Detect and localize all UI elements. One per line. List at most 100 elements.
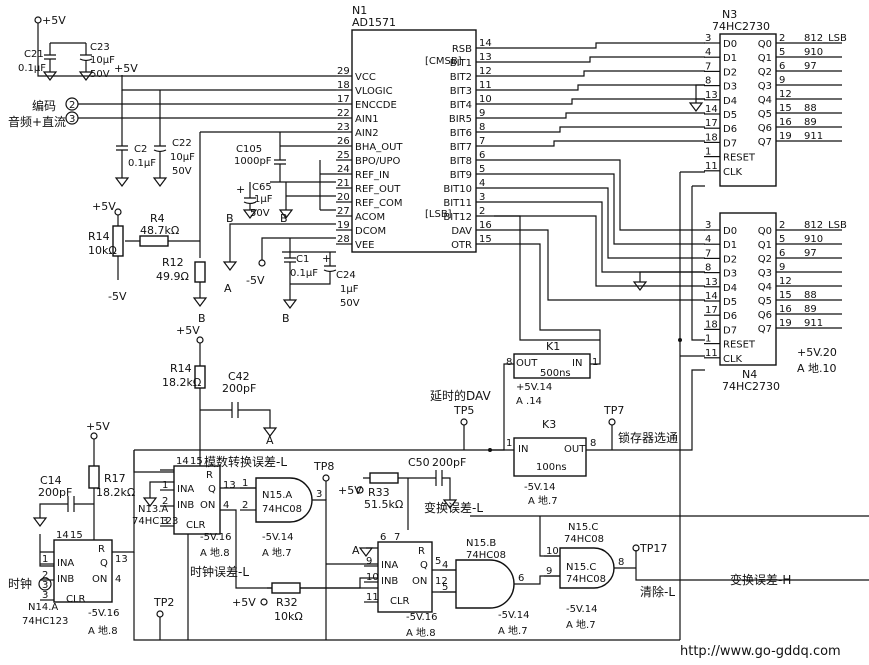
- chip-n15c-pin-num: 9: [546, 566, 552, 577]
- chip-n3-right-pin-name: Q7: [758, 137, 772, 148]
- chip-n4-right-pins: 2Q0812_LSB5Q19106Q2979Q312Q415Q58816Q689…: [758, 220, 847, 335]
- c14-ref: C14: [40, 474, 62, 487]
- chip-n1-right-pin-num: 6: [479, 150, 485, 161]
- chip-n3-right-pins: 2Q0812_LSB5Q19106Q2979Q312Q415Q58816Q689…: [758, 33, 847, 148]
- input-clock-terminal[interactable]: [38, 577, 52, 591]
- chip-n1-left-pin-name: VEE: [355, 240, 374, 251]
- chip-n3-left-pin-name: D4: [723, 96, 737, 107]
- chip-n4-right-net-label: 97: [804, 248, 817, 259]
- chip-n3-right-pin-name: Q3: [758, 81, 772, 92]
- chip-n14a-pin-num: 14: [56, 530, 69, 541]
- chip-n1-left-pin-num: 28: [337, 234, 350, 245]
- r33-ref: R33: [368, 486, 390, 499]
- chip-n4-left-pin-name: D3: [723, 269, 737, 280]
- chip-n3-right-pin-name: Q2: [758, 67, 772, 78]
- chip-n4-left-pin-name: D6: [723, 311, 737, 322]
- signal-latch-select: 锁存器选通: [618, 430, 678, 445]
- r14b-c42: +5V R14 18.2kΩ C42 200pF A: [162, 324, 274, 470]
- c1-ref: C1: [296, 254, 309, 265]
- tp8-probe[interactable]: [322, 474, 330, 482]
- chip-n14a-pin-num: 4: [115, 574, 121, 585]
- c14-value: 200pF: [38, 486, 72, 499]
- c65-voltage: 50V: [250, 208, 270, 219]
- chip-n15a-pin-num: 2: [242, 500, 248, 511]
- chip-n3-right-net-label: 89: [804, 117, 817, 128]
- chip-n15b-pin-num: 4: [442, 560, 448, 571]
- chip-n15b: N15.B 74HC08 -5V.14 A 地.7 456: [440, 538, 560, 637]
- chip-n4-right-pin-num: 19: [779, 318, 792, 329]
- delay-k3-ref: K3: [542, 418, 556, 431]
- chip-n3: N3 74HC2730 3D04D17D28D313D414D517D618D7…: [704, 8, 847, 187]
- chip-n14a-pin-num: 15: [70, 530, 83, 541]
- chip-n3-ref: N3: [722, 8, 737, 21]
- c65-value: 1μF: [254, 194, 273, 205]
- chip-n1-right-pin-num: 3: [479, 192, 485, 203]
- chip-n3-left-pin-num: 7: [705, 61, 711, 72]
- chip-n1-right-pin-num: 12: [479, 66, 492, 77]
- c1-value: 0.1μF: [290, 268, 318, 279]
- chip-n3-left-pin-name: D0: [723, 39, 737, 50]
- chip-n1-right-pin-name: OTR: [451, 240, 472, 251]
- chip-n1-lsb-tag: [LSB]: [425, 209, 452, 220]
- chip-n1-left-pin-num: 20: [337, 192, 350, 203]
- signal-clear: 清除-L: [640, 584, 675, 599]
- chip-n13a-pin-num: 14: [176, 456, 189, 467]
- chip-n4-body: [719, 212, 777, 366]
- chip-n1-right-pin-num: 10: [479, 94, 492, 105]
- chip-n4-right-pin-name: Q7: [758, 324, 772, 335]
- chip-n15a-ref: N15.A: [262, 490, 292, 501]
- watermark: http://www.go-gddq.com: [680, 644, 841, 659]
- chip-n15b-pins: 456: [440, 560, 524, 593]
- tp2-probe[interactable]: [156, 610, 164, 618]
- chip-n14a-ref: N14.A: [28, 602, 58, 613]
- chip-n1-part: AD1571: [352, 16, 396, 29]
- delay-k1-power: +5V.14: [516, 382, 552, 393]
- chip-n1-right-pin-num: 11: [479, 80, 492, 91]
- tp5-probe[interactable]: [460, 418, 468, 426]
- chip-n3-right-pin-num: 2: [779, 33, 785, 44]
- tp17-probe[interactable]: [632, 544, 640, 552]
- chip-n1-msb-tag: [CMSB]: [425, 56, 462, 67]
- chip-n1-ref: N1: [352, 4, 367, 17]
- chip-n4-left-pin-name: D5: [723, 297, 737, 308]
- chip-n4-left-pin-num: 14: [705, 291, 718, 302]
- chip-n4-right-pin-num: 12: [779, 276, 792, 287]
- chip-n1-left-pin-name: DCOM: [355, 226, 386, 237]
- chip-n4-right-pin-num: 6: [779, 248, 785, 259]
- chip-n3-left-pin-name: RESET: [723, 153, 756, 164]
- chip-n1: N1 AD1571 29VCC18VLOGIC17ENCCDE22AIN123A…: [336, 4, 494, 253]
- chip-n15b-power: -5V.14: [498, 610, 529, 621]
- signal-delayed-dav: 延时的DAV: [430, 388, 491, 403]
- chip-n14a-pin-name: R: [98, 544, 105, 555]
- r12-value: 49.9Ω: [156, 270, 189, 283]
- chip-n15c-ground: A 地.7: [566, 618, 596, 631]
- r17-value: 18.2kΩ: [96, 486, 135, 499]
- chip-n13b-pin-num: 12: [435, 576, 448, 587]
- r4-value: 48.7kΩ: [140, 224, 179, 237]
- chip-n1-right-pin-name: BIT12: [443, 212, 472, 223]
- input-audio-num: 3: [69, 114, 75, 125]
- chip-n3-left-pin-name: D2: [723, 67, 737, 78]
- chip-n3-left-pin-name: D5: [723, 110, 737, 121]
- chip-n4-left-pin-name: D7: [723, 325, 737, 336]
- r12-ref: R12: [162, 256, 184, 269]
- chip-n3-right-pin-num: 19: [779, 131, 792, 142]
- chip-n1-right-pin-num: 7: [479, 136, 485, 147]
- r33-rail-p5v: +5V: [338, 484, 362, 497]
- chip-n13a-pin-num: 2: [162, 496, 168, 507]
- chip-n4-right-net-label: 812_LSB: [804, 220, 847, 231]
- tp7-probe[interactable]: [608, 418, 616, 426]
- chip-n14a-pin-num: 2: [42, 570, 48, 581]
- chip-n4-right-pin-name: Q4: [758, 282, 772, 293]
- chip-n15a-part: 74HC08: [262, 504, 302, 515]
- chip-n15c-pin-num: 10: [546, 546, 559, 557]
- chip-n14a-pin-name: ON: [92, 574, 107, 585]
- c105-ref: C105: [236, 144, 262, 155]
- chip-n4-right-net-label: 911: [804, 318, 823, 329]
- tp2-label: TP2: [153, 596, 174, 609]
- r14b-rail-p5v: +5V: [176, 324, 200, 337]
- chip-n13a-pin-num: 4: [223, 500, 229, 511]
- chip-n3-left-pin-name: D7: [723, 138, 737, 149]
- c23-value: 10μF: [90, 55, 115, 66]
